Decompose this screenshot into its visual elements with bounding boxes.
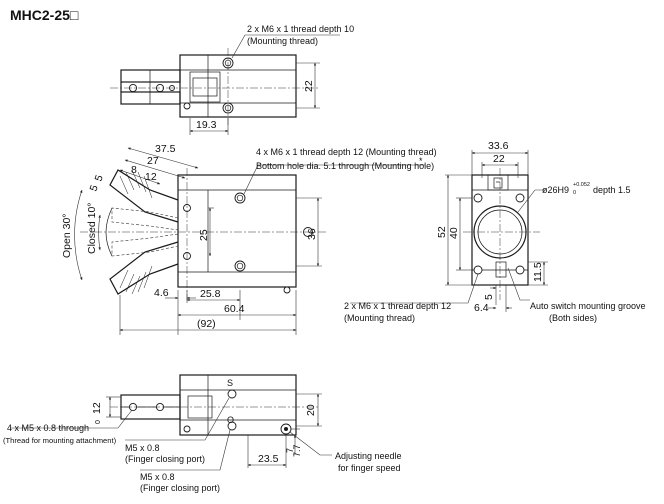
groove-line2: (Both sides) <box>549 313 597 323</box>
top-note-line2: (Mounting thread) <box>247 36 318 46</box>
open-angle-label: Open 30° <box>61 214 73 258</box>
front-note-line1: 4 x M6 x 1 thread depth 12 (Mounting thr… <box>256 147 437 157</box>
dim-12-bottom: 12 <box>91 402 103 414</box>
side-note-line2: (Mounting thread) <box>344 313 415 323</box>
dim-25-8: 25.8 <box>200 288 221 300</box>
bore-tol-lower: 0 <box>573 190 576 196</box>
dim-5b: 5 <box>93 173 106 183</box>
through-line2: (Thread for mounting attachment) <box>3 436 117 445</box>
dim-60-4: 60.4 <box>224 303 245 315</box>
groove-line1: Auto switch mounting groove <box>530 301 646 311</box>
top-view-body <box>179 54 297 118</box>
dim-33-6: 33.6 <box>488 140 509 152</box>
dim-52: 52 <box>436 226 448 238</box>
side-view: 33.6 22 52 40 11.5 5 6.4 ø26H9 +0.052 0 <box>344 140 646 323</box>
dim-0-bottom: 0 <box>95 420 102 424</box>
dim-5-side: 5 <box>483 294 495 300</box>
side-note-line1: 2 x M6 x 1 thread depth 12 <box>344 301 451 311</box>
dim-22-top: 22 <box>303 80 315 92</box>
dim-25-front: 25 <box>198 229 210 241</box>
dim-4-6: 4.6 <box>154 287 169 299</box>
top-view-jaw-upper <box>120 69 181 83</box>
side-mount-thread-hole-1 <box>473 265 483 275</box>
front-mount-hole-2 <box>234 260 246 272</box>
bottom-view-body <box>179 374 297 436</box>
top-note-leader <box>231 34 340 59</box>
side-thread-leader <box>350 273 479 304</box>
port1-line1: M5 x 0.8 <box>125 443 160 453</box>
port-letter-o: O <box>227 415 234 425</box>
top-view-jaw-lower <box>120 91 181 105</box>
dim-12-front: 12 <box>145 171 157 183</box>
groove-leader <box>507 267 530 301</box>
dim-92: (92) <box>197 318 216 330</box>
bore-tol-upper: +0.052 <box>573 182 590 188</box>
port-leader-upper <box>125 397 230 441</box>
port2-line2: (Finger closing port) <box>140 483 220 493</box>
dim-27: 27 <box>147 155 159 167</box>
dim-36: 36 <box>306 228 318 240</box>
top-note-line1: 2 x M6 x 1 thread depth 10 <box>247 24 354 34</box>
port1-line2: (Finger closing port) <box>125 454 205 464</box>
dim-11-5: 11.5 <box>532 262 544 282</box>
front-view-body <box>177 174 297 288</box>
dim-7: 7 <box>285 448 295 453</box>
upper-finger <box>109 169 179 223</box>
finger-closing-port-upper <box>227 389 237 399</box>
port-letter-s: S <box>227 378 233 388</box>
finger-closing-port-lower <box>227 421 237 431</box>
model-title: MHC2-25□ <box>10 7 79 23</box>
front-note-star: * <box>419 156 423 166</box>
dim-19-3: 19.3 <box>196 119 217 131</box>
dim-40: 40 <box>448 227 460 239</box>
front-mount-hole-1 <box>234 192 246 204</box>
through-thread-leader <box>10 409 133 429</box>
needle-line1: Adjusting needle <box>335 451 402 461</box>
needle-line2: for finger speed <box>338 463 401 473</box>
bottom-view: S O 12 0 20 23.5 7 7.7 4 x M5 x 0.8 thro… <box>3 374 402 493</box>
port2-line1: M5 x 0.8 <box>140 472 175 482</box>
bore-prefix: ø26H9 <box>542 185 569 195</box>
side-mount-thread-hole-2 <box>515 265 525 275</box>
dim-8: 8 <box>131 164 137 176</box>
bore-leader <box>517 189 545 213</box>
bore-suffix: depth 1.5 <box>593 185 631 195</box>
closed-angle-label: Closed 10° <box>86 203 98 254</box>
front-note-line2: Bottom hole dia. 5.1 through (Mounting h… <box>256 161 434 171</box>
lower-finger <box>109 241 179 295</box>
dim-20: 20 <box>305 404 317 416</box>
dim-22-side: 22 <box>493 153 505 165</box>
dim-6-4: 6.4 <box>474 302 489 314</box>
needle-leader <box>289 431 332 456</box>
dim-5a: 5 <box>88 183 101 193</box>
dim-7-7: 7.7 <box>292 444 302 457</box>
dim-23-5: 23.5 <box>258 453 279 465</box>
front-note-leader <box>243 164 425 195</box>
top-view: 19.3 22 2 x M6 x 1 thread depth 10 (Moun… <box>110 24 354 135</box>
port-leader-lower <box>140 429 231 471</box>
front-view: Open 30° Closed 10° 37.5 27 8 12 5 5 25 … <box>61 143 437 335</box>
through-line1: 4 x M5 x 0.8 through <box>7 423 89 433</box>
dim-37-5: 37.5 <box>155 143 176 155</box>
